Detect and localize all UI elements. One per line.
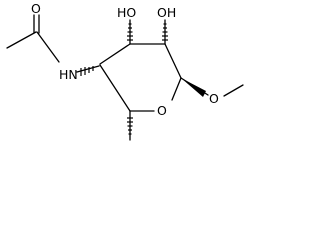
bond-c2-c1 — [164, 43, 182, 79]
bond-lines — [6, 14, 244, 141]
hydroxyl-3-label: HO — [117, 5, 136, 20]
methoxy-oxygen-label: O — [209, 91, 219, 106]
bond-methoxy-methyl — [223, 84, 244, 97]
carbonyl-oxygen-label: O — [31, 1, 41, 16]
bond-nitrogen-c4 — [76, 65, 100, 73]
hash-c5-methyl — [127, 117, 133, 135]
bond-c5-c4 — [99, 64, 131, 112]
wedge-c1-methoxy — [181, 78, 206, 97]
amide-nitrogen-label: HN — [59, 67, 78, 82]
hash-c3-hydroxyl — [127, 23, 133, 41]
bond-c4-c3 — [99, 43, 131, 65]
hash-c2-hydroxyl — [162, 23, 168, 41]
ring-oxygen-label: O — [157, 103, 167, 118]
bond-acetyl-methyl — [6, 31, 37, 49]
structural-formula: O HN HO OH O O — [6, 1, 244, 141]
hash-c4-nitrogen — [80, 66, 94, 76]
atom-labels: O HN HO OH O O — [31, 1, 219, 118]
bond-carbonyl-nitrogen — [36, 31, 60, 63]
bond-c1-ring-oxygen — [171, 77, 182, 101]
hashed-bonds — [80, 23, 168, 135]
hydroxyl-2-label: OH — [157, 5, 176, 20]
